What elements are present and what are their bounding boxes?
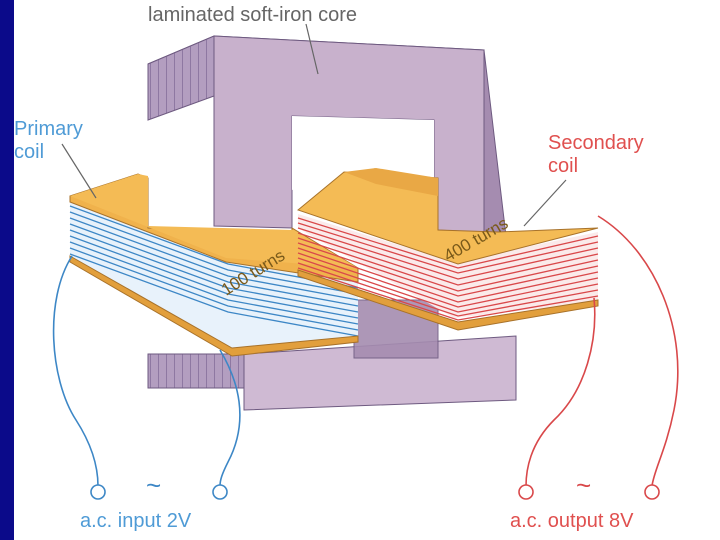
terminal-icon <box>644 484 660 500</box>
core-left-leg-lower <box>147 353 245 389</box>
core-leader <box>305 23 319 75</box>
secondary-wire-right <box>597 215 679 487</box>
core-window-inner <box>292 116 434 190</box>
core-label: laminated soft-iron core <box>148 4 357 26</box>
transformer-diagram: 100 turns 400 turns laminated soft-iron … <box>14 0 720 540</box>
primary-leader <box>61 143 97 199</box>
input-label: a.c. input 2V <box>80 510 192 532</box>
terminal-icon <box>90 484 106 500</box>
leader-lines <box>61 23 567 227</box>
primary-bottom-card <box>69 255 359 357</box>
primary-wire-left <box>52 255 99 487</box>
primary-coil-label: Primary coil <box>14 118 83 163</box>
secondary-coil <box>296 168 599 331</box>
secondary-coil-label: Secondary coil <box>548 132 644 177</box>
primary-winding-lines <box>69 205 359 337</box>
wires <box>52 215 679 487</box>
ac-source-symbol: ~ <box>576 470 592 500</box>
terminal-icon <box>212 484 228 500</box>
primary-coil <box>69 173 359 357</box>
secondary-bottom-card <box>297 269 599 331</box>
secondary-winding-lines <box>297 217 599 321</box>
primary-wire-right <box>219 349 241 487</box>
secondary-leader <box>523 179 567 227</box>
terminal-icon <box>518 484 534 500</box>
primary-top-card-face <box>70 174 358 268</box>
secondary-windings <box>298 214 598 318</box>
secondary-top-card-cut <box>344 168 438 196</box>
secondary-wire-left <box>525 297 596 487</box>
ac-source-symbol: ~ <box>146 470 162 500</box>
output-label: a.c. output 8V <box>510 510 634 532</box>
transformer-drawing: 100 turns 400 turns <box>52 23 679 500</box>
